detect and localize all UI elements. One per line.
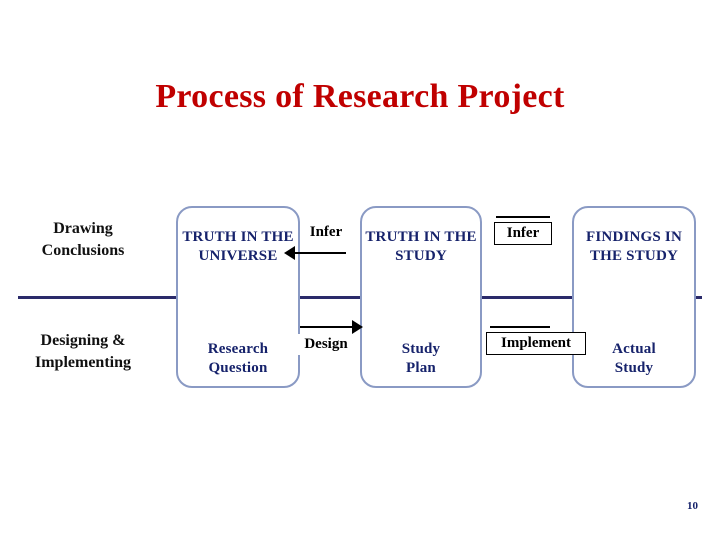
stage-box-universe: TRUTH IN THE UNIVERSE Research Question	[176, 206, 300, 388]
stage-study-plan-line1: Study	[401, 341, 441, 357]
stage-truth-in-the-study-line2: STUDY	[395, 247, 447, 264]
stage-truth-in-the-universe-line1: TRUTH IN THE	[182, 229, 294, 245]
stage-findings-in-the-study-line1: FINDINGS IN	[586, 229, 682, 245]
stage-box-findings: FINDINGS IN THE STUDY Actual Study	[572, 206, 696, 388]
stage-truth-in-the-universe: TRUTH IN THE UNIVERSE	[178, 228, 298, 266]
page-title: Process of Research Project	[155, 78, 565, 115]
stage-findings-in-the-study: FINDINGS IN THE STUDY	[574, 228, 694, 266]
stage-truth-in-the-study-line1: TRUTH IN THE	[365, 229, 477, 245]
infer-right-underline	[496, 216, 550, 218]
design-arrow-head-icon	[352, 320, 363, 334]
stage-findings-in-the-study-line2: THE STUDY	[589, 247, 679, 264]
slide-number: 10	[687, 500, 698, 512]
connector-label-design: Design	[296, 334, 356, 355]
row-label-drawing-conclusions-line1: Drawing	[53, 220, 113, 237]
row-label-drawing-conclusions-line2: Conclusions	[41, 241, 125, 259]
row-label-designing-implementing: Designing & Implementing	[8, 330, 158, 373]
stage-study-plan-line2: Plan	[406, 359, 436, 376]
stage-research-question-line1: Research	[207, 341, 269, 357]
stage-truth-in-the-universe-line2: UNIVERSE	[198, 247, 278, 264]
design-arrow-line	[300, 326, 356, 328]
connector-label-implement: Implement	[486, 332, 586, 355]
stage-actual-study-line1: Actual	[612, 341, 656, 357]
stage-box-study: TRUTH IN THE STUDY Study Plan	[360, 206, 482, 388]
connector-label-infer-left: Infer	[300, 222, 352, 243]
row-label-designing-implementing-line2: Implementing	[35, 353, 131, 371]
row-label-designing-implementing-line1: Designing &	[40, 332, 126, 349]
implement-underline	[490, 326, 550, 328]
connector-label-infer-right: Infer	[494, 222, 552, 245]
stage-study-plan: Study Plan	[362, 340, 480, 378]
infer-left-arrow-head-icon	[284, 246, 295, 260]
stage-actual-study-line2: Study	[614, 359, 654, 376]
stage-research-question: Research Question	[178, 340, 298, 378]
research-process-diagram: Drawing Conclusions Designing & Implemen…	[0, 190, 720, 410]
stage-actual-study: Actual Study	[574, 340, 694, 378]
stage-research-question-line2: Question	[208, 359, 268, 376]
row-label-drawing-conclusions: Drawing Conclusions	[8, 218, 158, 261]
infer-left-arrow-line	[290, 252, 346, 254]
stage-truth-in-the-study: TRUTH IN THE STUDY	[362, 228, 480, 266]
